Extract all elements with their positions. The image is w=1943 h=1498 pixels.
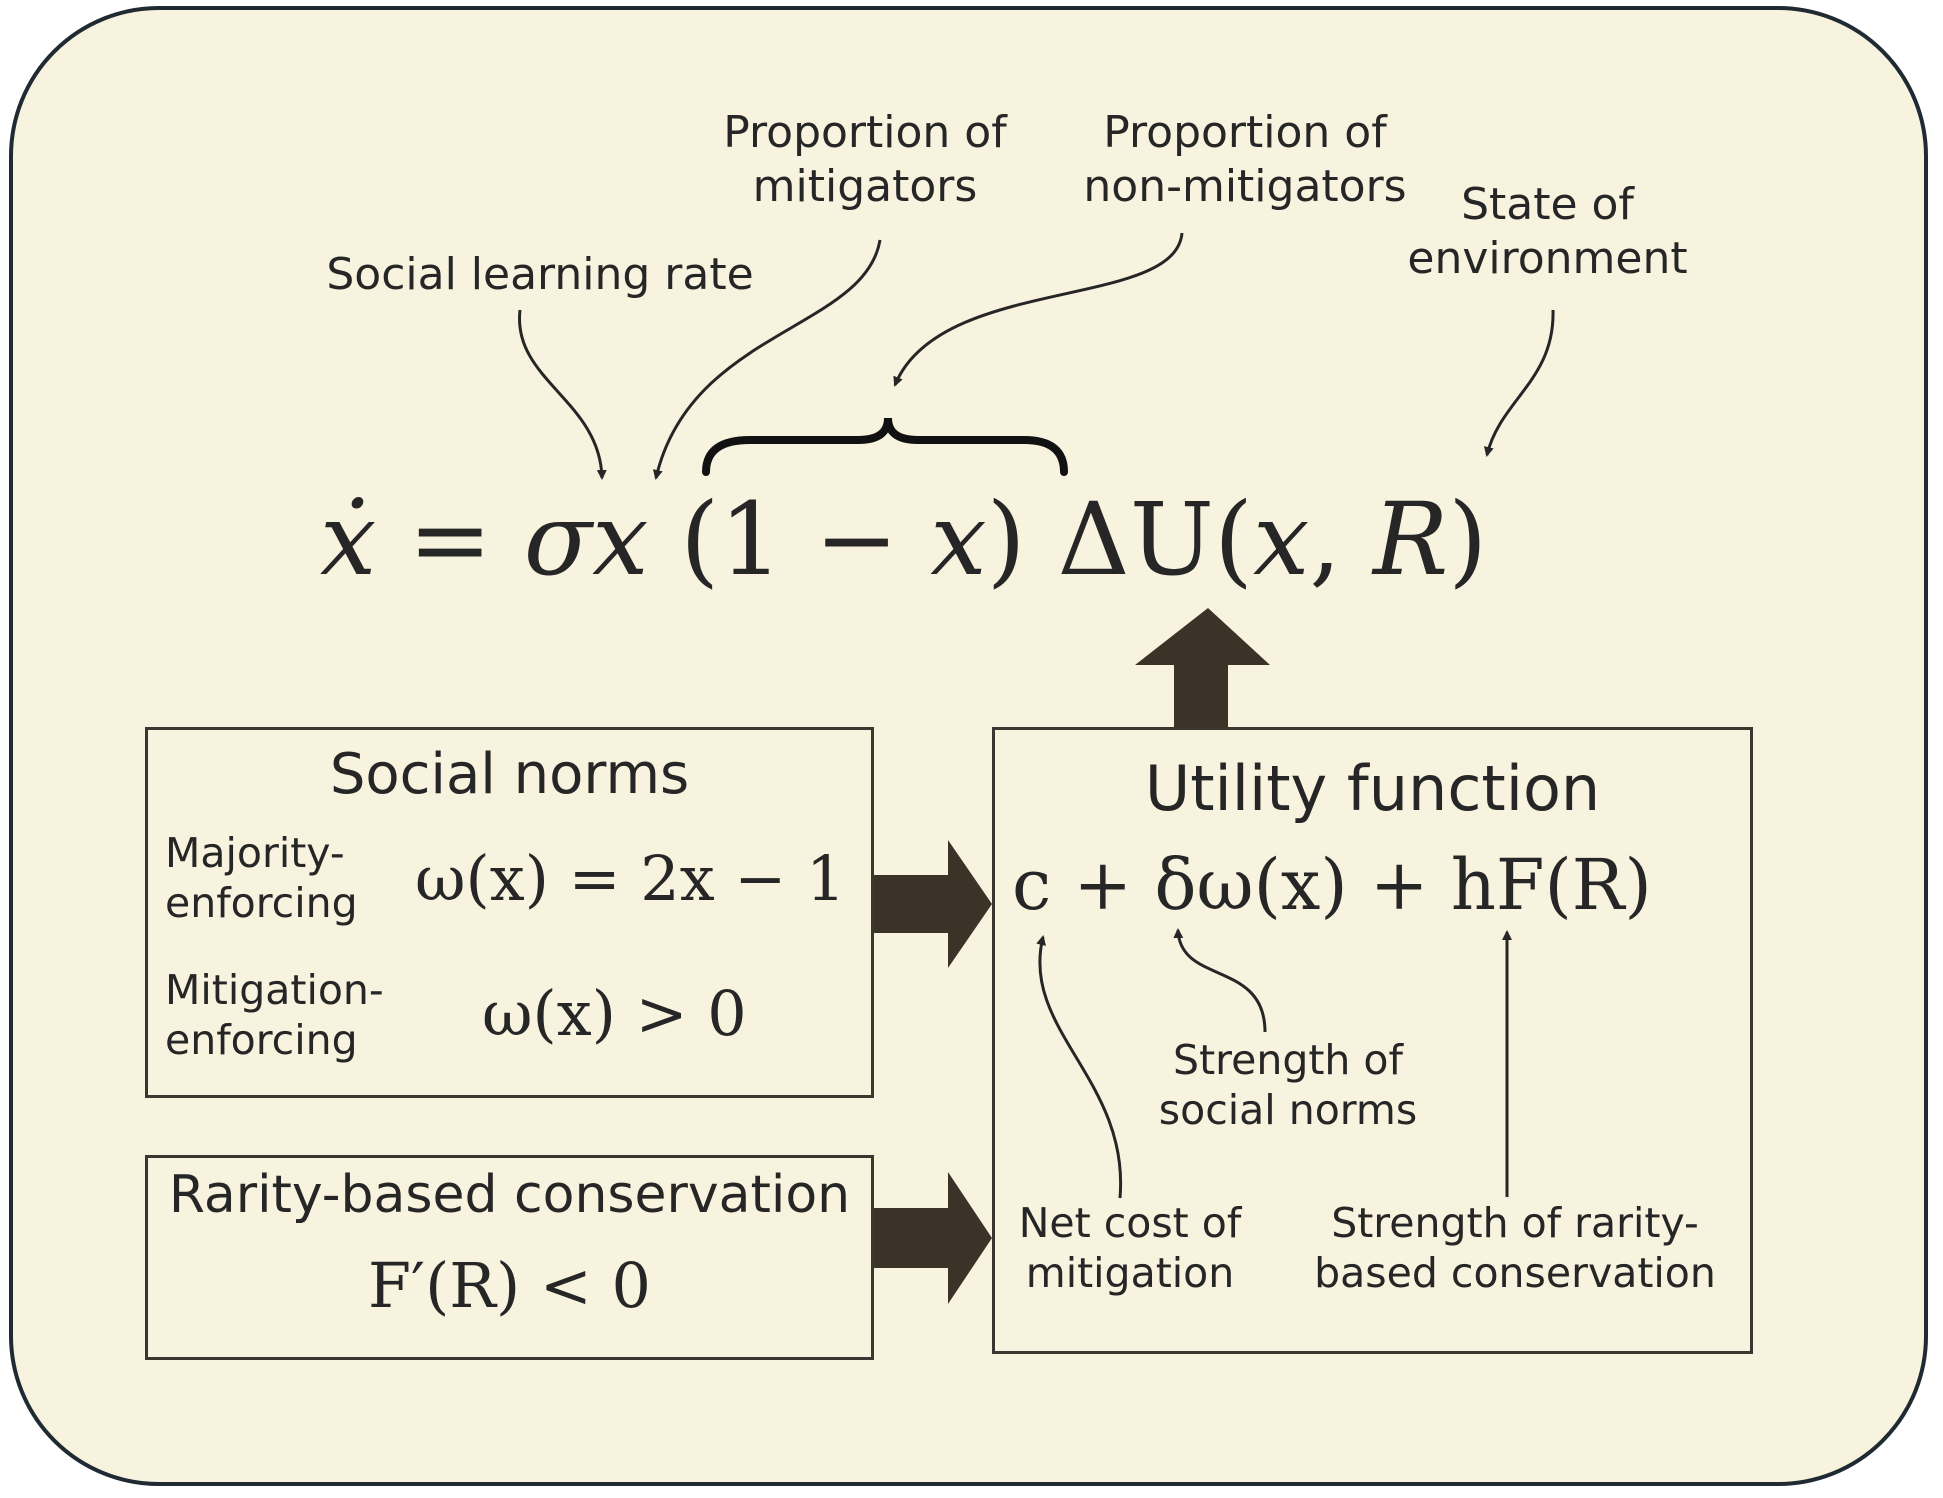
arrow-social-learning-rate	[518, 309, 607, 480]
label-proportion-mitigators: Proportion of mitigators	[723, 107, 1007, 212]
label-net-cost: Net cost of mitigation	[1018, 1199, 1242, 1298]
rarity-title: Rarity-based conservation	[168, 1165, 851, 1225]
block-arrow-right-rarity	[874, 1172, 992, 1304]
mitigation-equation: ω(x) > 0	[482, 977, 747, 1050]
overbrace	[702, 417, 1068, 476]
utility-box	[992, 727, 1753, 1354]
majority-equation: ω(x) = 2x − 1	[415, 842, 846, 915]
rarity-box	[145, 1155, 874, 1360]
social-norms-box	[145, 727, 874, 1098]
label-proportion-non-mitigators: Proportion of non-mitigators	[1083, 107, 1407, 212]
label-mitigation-enforcing: Mitigation- enforcing	[165, 966, 384, 1065]
utility-title: Utility function	[1144, 752, 1601, 825]
main-equation: ẋ = σx (1 − x) ΔU(x, R)	[320, 481, 1488, 598]
label-majority-enforcing: Majority- enforcing	[165, 829, 358, 928]
arrow-net-cost	[1036, 935, 1123, 1199]
label-strength-rarity: Strength of rarity- based conservation	[1314, 1199, 1716, 1298]
label-strength-social-norms: Strength of social norms	[1158, 1036, 1418, 1135]
block-arrow-up	[1135, 608, 1270, 727]
social-norms-title: Social norms	[329, 742, 690, 807]
arrow-state-environment	[1483, 309, 1555, 457]
label-state-of-environment: State of environment	[1407, 179, 1688, 284]
arrow-prop-non-mitigators	[893, 232, 1184, 387]
arrow-prop-mitigators	[652, 239, 882, 480]
rarity-equation: F′(R) < 0	[368, 1249, 651, 1322]
utility-equation: c + δω(x) + hF(R)	[1012, 844, 1652, 926]
block-arrow-right-norms	[874, 840, 992, 968]
label-social-learning-rate: Social learning rate	[326, 249, 754, 300]
arrow-strength-norms	[1173, 928, 1267, 1033]
